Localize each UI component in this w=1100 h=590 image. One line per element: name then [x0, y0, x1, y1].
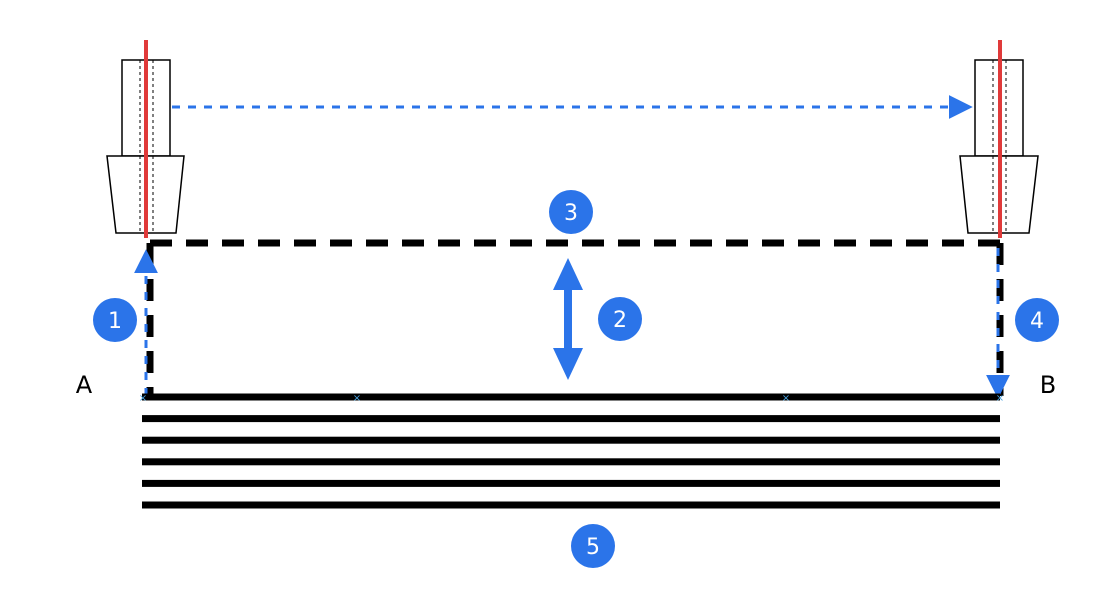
- svg-text:4: 4: [1030, 309, 1044, 334]
- point-b-label: B: [1040, 371, 1056, 399]
- layer-6: [142, 501, 1000, 509]
- svg-text:×: ×: [996, 393, 1004, 404]
- svg-text:1: 1: [108, 309, 122, 334]
- step-badge-4: 4: [1015, 298, 1059, 342]
- layer-4: [142, 458, 1000, 466]
- layer-markers: × × × ×: [139, 393, 1004, 404]
- layer-2: [142, 415, 1000, 423]
- svg-text:×: ×: [139, 393, 147, 404]
- svg-text:2: 2: [613, 308, 627, 333]
- svg-text:5: 5: [586, 535, 600, 560]
- step-badge-1: 1: [93, 298, 137, 342]
- step-badge-2: 2: [598, 297, 642, 341]
- svg-text:3: 3: [564, 201, 578, 226]
- dashed-pass-outline: [146, 239, 1004, 396]
- svg-text:×: ×: [353, 393, 361, 404]
- step-badge-3: 3: [549, 190, 593, 234]
- svg-text:×: ×: [782, 393, 790, 404]
- step-badge-5: 5: [571, 524, 615, 568]
- layer-5: [142, 479, 1000, 487]
- layer-3: [142, 436, 1000, 444]
- tool-head-left: [106, 40, 185, 238]
- tool-head-right: [959, 40, 1039, 238]
- layer-1: [142, 393, 1000, 401]
- point-a-label: A: [76, 371, 93, 399]
- height-double-arrow: [553, 258, 583, 380]
- layer-stack: [142, 393, 1000, 509]
